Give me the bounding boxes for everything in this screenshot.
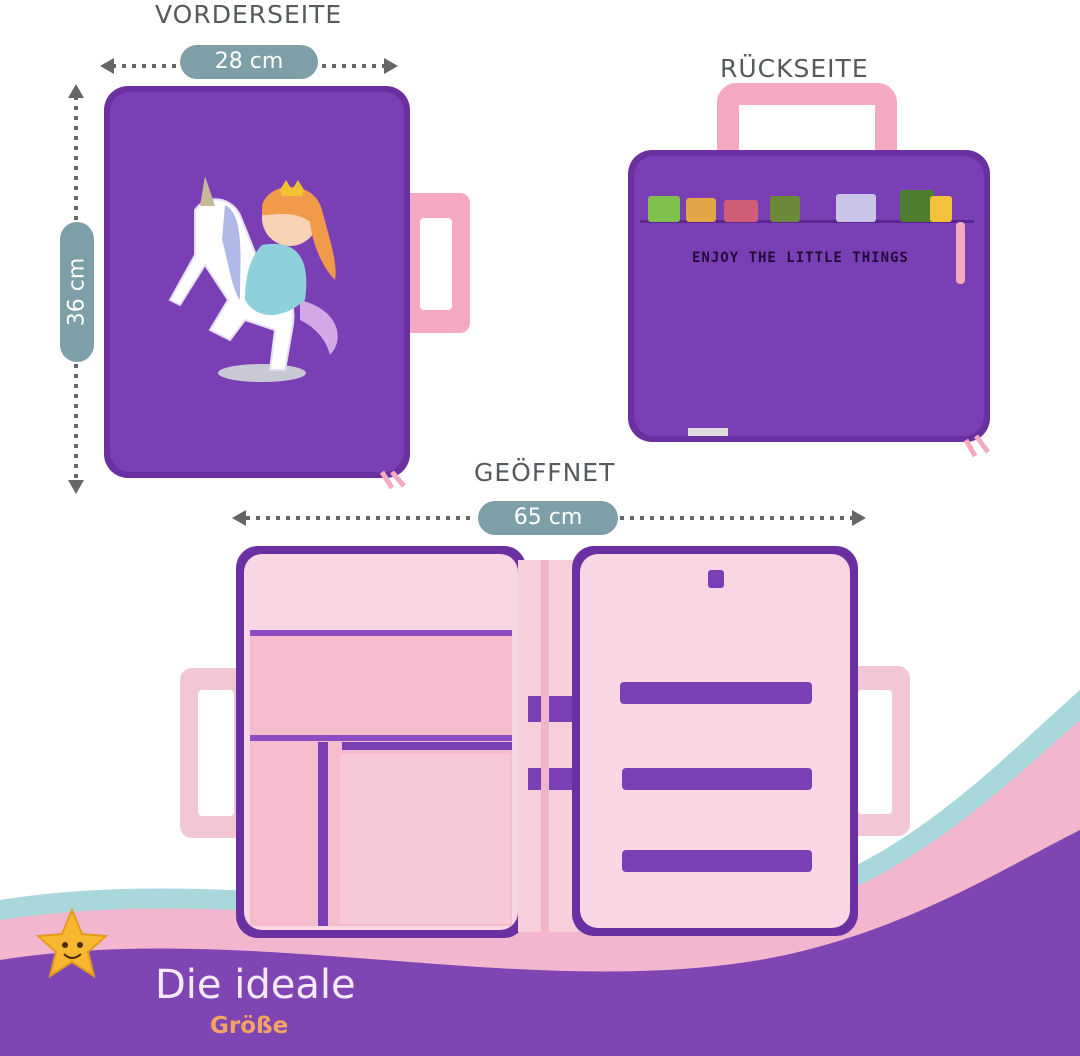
wave-purple <box>0 830 1080 1056</box>
front-bag <box>104 86 470 490</box>
footer-subtitle: Größe <box>210 1013 289 1039</box>
open-heading: GEÖFFNET <box>474 458 616 487</box>
back-bag <box>628 83 990 458</box>
star-mascot-icon <box>35 907 109 979</box>
footer-title: Die ideale <box>155 962 356 1008</box>
back-heading: RÜCKSEITE <box>720 54 869 83</box>
front-height-text: 36 cm <box>64 257 90 327</box>
front-height-label: 36 cm <box>60 222 94 362</box>
open-bag <box>180 546 910 938</box>
open-width-label: 65 cm <box>478 501 618 535</box>
back-bag-text: ENJOY THE LITTLE THINGS <box>692 250 909 266</box>
front-width-label: 28 cm <box>180 45 318 79</box>
front-heading: VORDERSEITE <box>155 0 343 29</box>
